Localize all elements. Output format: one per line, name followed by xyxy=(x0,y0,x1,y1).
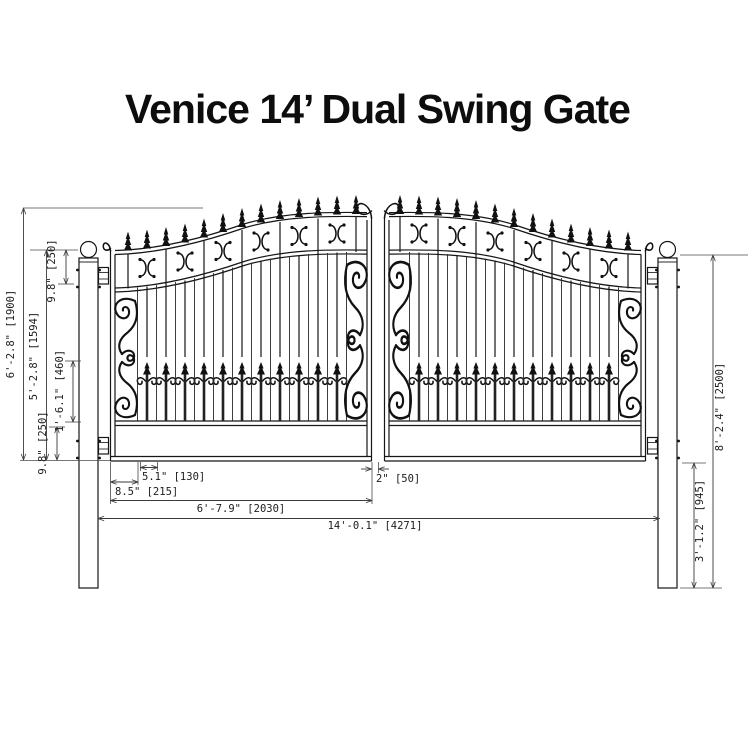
dim-center-gap: 2" [50] xyxy=(376,473,420,485)
dim-hinge-offset: 8.5" [215] xyxy=(115,486,178,498)
dim-mid-section: 1'-6.1" [460] xyxy=(54,350,66,432)
dimension-labels: 6'-2.8" [1900] 5'-2.8" [1594] 9.8" [250]… xyxy=(5,239,726,562)
dim-opening-width: 14'-0.1" [4271] xyxy=(328,520,423,532)
left-post xyxy=(75,240,110,589)
right-gate-leaf xyxy=(385,195,653,461)
dim-top-section: 9.8" [250] xyxy=(46,239,58,302)
page-title: Venice 14’ Dual Swing Gate xyxy=(125,86,631,132)
dimension-lines xyxy=(20,208,748,588)
dim-post-height: 8'-2.4" [2500] xyxy=(714,363,726,452)
dim-overall-height: 6'-2.8" [1900] xyxy=(5,290,17,379)
dim-post-buried: 3'-1.2" [945] xyxy=(694,480,706,562)
dim-leaf-width: 6'-7.9" [2030] xyxy=(197,503,286,515)
dim-leaf-height: 5'-2.8" [1594] xyxy=(28,312,40,401)
left-gate-leaf xyxy=(103,195,371,461)
dim-bottom-section: 9.8" [250] xyxy=(37,411,49,474)
dim-picket-gap: 5.1" [130] xyxy=(142,471,205,483)
right-post xyxy=(646,240,681,589)
